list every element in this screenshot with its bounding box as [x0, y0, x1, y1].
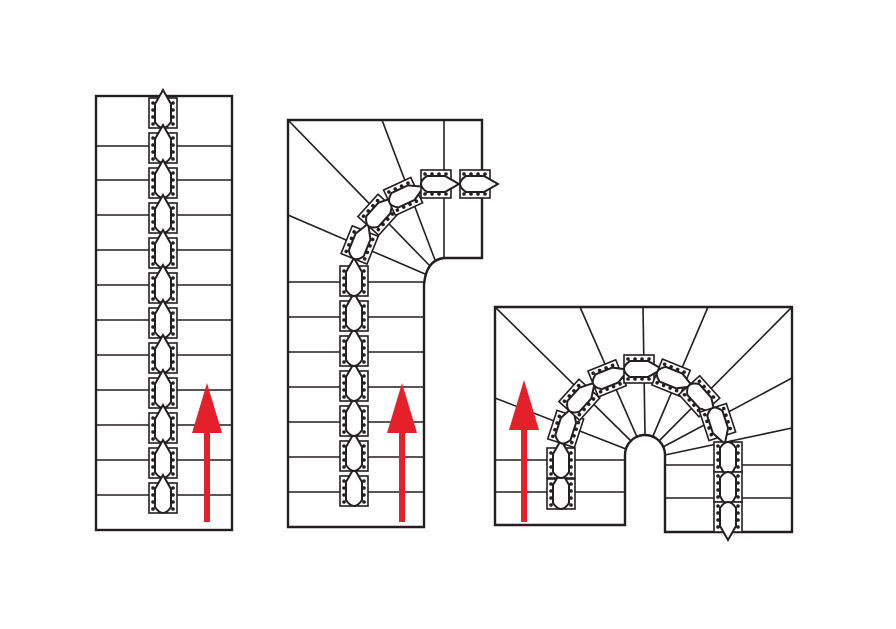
- rail-module: [339, 292, 369, 332]
- up-arrow-icon: [387, 383, 417, 522]
- rail-module: [148, 194, 178, 234]
- rail-module: [148, 299, 178, 339]
- rail-module: [148, 439, 178, 479]
- rail-module: [339, 327, 369, 367]
- rail-module: [420, 169, 460, 199]
- rail-module: [148, 369, 178, 409]
- step-lines: [494, 306, 793, 499]
- rail-module: [339, 397, 369, 437]
- direction-arrows: [192, 380, 539, 522]
- rail-module: [148, 264, 178, 304]
- stair-outline: [286, 118, 484, 529]
- rail-module: [339, 362, 369, 402]
- rail-module: [339, 467, 369, 507]
- rail-module: [148, 334, 178, 374]
- rail-module: [339, 257, 369, 297]
- up-arrow-icon: [192, 383, 222, 522]
- up-arrow-icon: [509, 380, 539, 522]
- half-turn-staircase: [493, 305, 794, 534]
- rail-module: [148, 404, 178, 444]
- rail-module: [713, 501, 743, 541]
- stair-lift-rail: [148, 89, 743, 541]
- rail-module: [148, 229, 178, 269]
- rail-module: [459, 169, 499, 199]
- rail-module: [148, 124, 178, 164]
- rail-module: [339, 432, 369, 472]
- rail-module: [148, 474, 178, 514]
- rail-module: [148, 159, 178, 199]
